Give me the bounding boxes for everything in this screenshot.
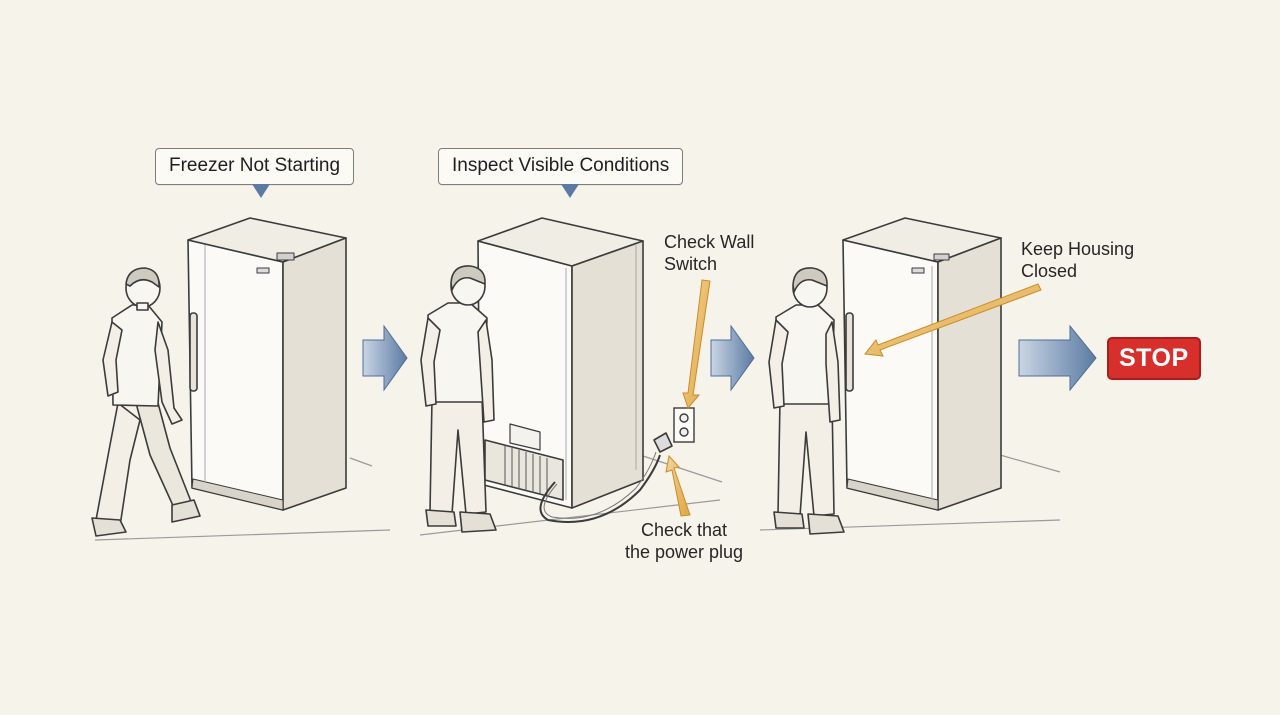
annotation-arrow-icon (682, 279, 711, 410)
callout-pointer-icon (561, 184, 579, 198)
freezer-closed-icon (842, 217, 1002, 511)
person-inspecting-icon (420, 265, 497, 533)
person-standing-icon (768, 267, 845, 535)
note-line: Closed (1021, 261, 1078, 281)
annotation-arrow-icon (864, 283, 1042, 357)
callout-label: Inspect Visible Conditions (452, 155, 670, 176)
annotation-arrow-icon (665, 454, 691, 517)
note-line: Check Wall (664, 232, 755, 252)
note-line: Check that (640, 520, 728, 540)
housing-note: Keep Housing Closed (1021, 238, 1134, 282)
callout-label: Freezer Not Starting (169, 155, 341, 176)
wall-outlet-icon (673, 407, 695, 443)
freezer-closed-icon (187, 217, 347, 511)
note-line: Switch (664, 254, 718, 274)
freezer-rear-icon (477, 217, 673, 523)
stop-label: STOP (1119, 344, 1189, 372)
flow-arrow-icon (710, 324, 755, 392)
callout-pointer-icon (252, 184, 270, 198)
power-plug-note: Check that the power plug (618, 519, 750, 563)
wall-switch-note: Check Wall Switch (664, 231, 754, 275)
step-callout: Freezer Not Starting (155, 148, 355, 198)
stop-sign: STOP (1107, 337, 1201, 380)
flow-arrow-icon (1018, 324, 1097, 392)
step-callout: Inspect Visible Conditions (438, 148, 684, 198)
flow-arrow-icon (362, 324, 408, 392)
note-line: the power plug (624, 542, 744, 562)
person-walking-icon (91, 267, 201, 537)
note-line: Keep Housing (1021, 239, 1135, 259)
